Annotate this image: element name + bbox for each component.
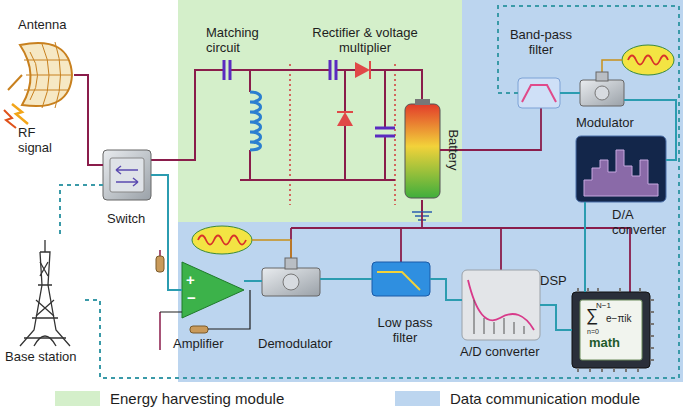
component-label: Amplifier — [173, 337, 224, 352]
ad-converter-icon — [462, 270, 540, 340]
resistor-symbol — [156, 256, 164, 272]
component-label: Low pass filter — [374, 316, 436, 346]
data-region — [178, 0, 683, 382]
antenna-node: Antenna — [2, 38, 74, 110]
band-pass-filter-node: Band-pass filter — [518, 78, 560, 108]
power-wire — [151, 70, 422, 160]
resistor-symbol — [190, 326, 208, 333]
separator — [289, 64, 291, 205]
signal-connector — [60, 185, 103, 238]
da-converter-node: D/A converter — [576, 136, 666, 202]
ground-wire — [240, 180, 422, 212]
da-converter-icon — [576, 136, 666, 202]
energy-region — [178, 0, 462, 222]
annotation-label: RF signal — [18, 126, 62, 156]
diode-symbol — [355, 62, 370, 78]
eiffel-tower — [20, 240, 70, 346]
capacitor-symbol — [335, 60, 338, 80]
signal-connector — [540, 305, 572, 330]
component-text: N−1 — [596, 301, 611, 310]
annotation-label: Matching circuit — [206, 26, 278, 56]
component-label: Modulator — [576, 116, 634, 131]
component-label: Antenna — [18, 18, 66, 33]
component-label: D/A converter — [612, 208, 672, 238]
switch-icon — [103, 150, 151, 200]
capacitor-symbol — [375, 135, 395, 138]
capacitor-symbol — [223, 60, 226, 80]
diode-symbol — [337, 112, 353, 126]
signal-connector — [320, 278, 372, 280]
modulator-icon — [580, 72, 624, 106]
signal-connector — [584, 202, 586, 292]
modulator-node: Modulator — [580, 72, 624, 112]
amplifier-symbol — [156, 250, 250, 350]
battery-node: Battery — [405, 100, 440, 200]
signal-connector — [244, 280, 262, 282]
legend-text: Energy harvesting module — [110, 390, 284, 407]
capacitor-symbol — [229, 60, 232, 80]
component-text: e−πik — [606, 313, 632, 325]
oscillator-icon — [192, 226, 291, 258]
signal-connector — [151, 175, 182, 290]
switch-node: Switch — [103, 150, 151, 200]
component-text: ∑ — [586, 306, 598, 326]
battery-cap — [415, 99, 430, 105]
dsp-chip — [572, 288, 654, 372]
amplifier-node: Amplifier+− — [182, 262, 244, 318]
battery-cell — [405, 104, 440, 198]
component-text: + — [186, 271, 195, 288]
component-label: Demodulator — [258, 337, 332, 352]
demodulator-node: Demodulator — [262, 258, 320, 304]
ad-converter-node: A/D converter — [462, 270, 540, 340]
legend-swatch — [55, 391, 100, 406]
signal-connector — [560, 92, 580, 94]
annotation-label: Rectifier & voltage multiplier — [300, 26, 430, 56]
low-pass-filter-icon — [372, 262, 430, 296]
component-label: Base station — [5, 350, 77, 365]
capacitor-symbol — [329, 60, 332, 80]
component-text: math — [589, 336, 620, 351]
base-station-node: Base station — [5, 238, 85, 348]
diode-symbol — [337, 111, 353, 113]
component-text: n=0 — [587, 328, 599, 336]
demodulator-icon — [262, 258, 320, 296]
signal-connector — [85, 6, 679, 378]
component-label: Switch — [107, 212, 145, 227]
antenna-dish — [4, 42, 72, 128]
wire — [249, 70, 251, 180]
component-label: Battery — [445, 120, 460, 180]
diode-symbol — [369, 61, 371, 79]
inductor-symbol — [250, 92, 261, 150]
dsp-node: DSPN−1∑n=0e−πikmath — [572, 292, 650, 368]
capacitor-symbol — [375, 127, 395, 130]
component-label: DSP — [540, 274, 567, 289]
band-pass-filter-icon — [518, 78, 560, 108]
component-text: − — [187, 289, 196, 306]
legend-swatch — [395, 391, 440, 406]
wire — [384, 70, 386, 180]
component-label: A/D converter — [460, 345, 539, 360]
low-pass-filter-node: Low pass filter — [372, 262, 430, 296]
component-label: Band-pass filter — [506, 28, 576, 58]
signal-connector — [74, 75, 103, 165]
signal-connector — [430, 279, 462, 300]
oscillator-icon — [602, 45, 674, 75]
legend-text: Data communication module — [450, 390, 640, 407]
